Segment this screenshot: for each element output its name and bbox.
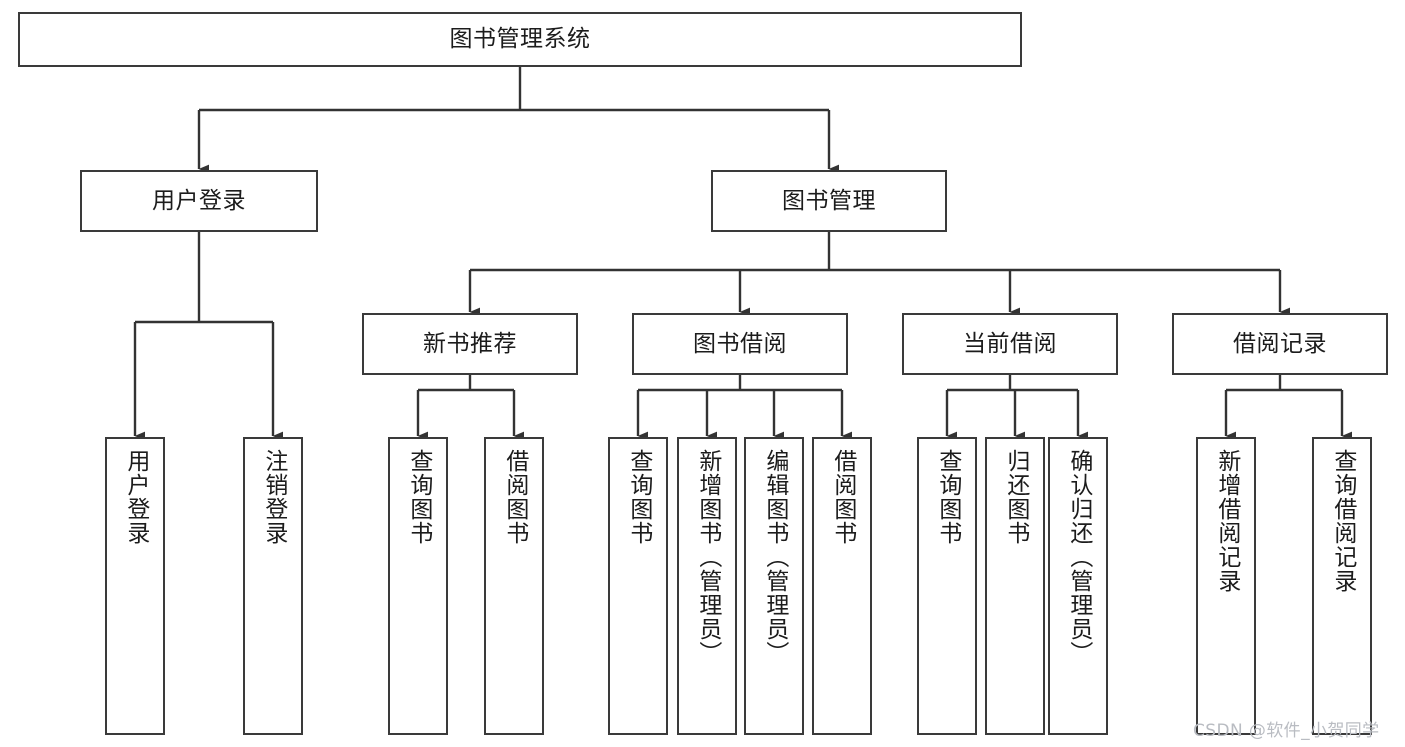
node-leaf-edit-book[interactable]: 编辑图书（管理员） <box>744 437 804 735</box>
node-label: 图书管理系统 <box>449 26 591 53</box>
watermark-label: CSDN @软件_小贺同学 <box>1193 721 1380 741</box>
node-label: 用户登录 <box>122 449 149 545</box>
node-label: 借阅图书 <box>501 449 528 545</box>
node-label: 归还图书 <box>1002 449 1029 545</box>
node-leaf-confirm-return[interactable]: 确认归还（管理员） <box>1048 437 1108 735</box>
node-leaf-query-book-rec[interactable]: 查询图书 <box>388 437 448 735</box>
node-leaf-user-login[interactable]: 用户登录 <box>105 437 165 735</box>
node-user-login[interactable]: 用户登录 <box>80 170 318 232</box>
node-label: 编辑图书（管理员） <box>761 449 788 665</box>
node-leaf-add-book[interactable]: 新增图书（管理员） <box>677 437 737 735</box>
node-label: 借阅记录 <box>1233 330 1327 357</box>
node-book-borrow[interactable]: 图书借阅 <box>632 313 848 375</box>
node-leaf-borrow-book[interactable]: 借阅图书 <box>812 437 872 735</box>
node-label: 查询借阅记录 <box>1329 449 1356 593</box>
node-label: 新书推荐 <box>423 330 517 357</box>
node-root[interactable]: 图书管理系统 <box>18 12 1022 67</box>
node-label: 图书借阅 <box>693 330 787 357</box>
node-label: 查询图书 <box>934 449 961 545</box>
node-leaf-borrow-book-rec[interactable]: 借阅图书 <box>484 437 544 735</box>
node-label: 借阅图书 <box>829 449 856 545</box>
node-label: 注销登录 <box>260 449 287 545</box>
node-new-book-rec[interactable]: 新书推荐 <box>362 313 578 375</box>
node-book-manage[interactable]: 图书管理 <box>711 170 947 232</box>
node-label: 用户登录 <box>152 187 246 214</box>
node-label: 当前借阅 <box>963 330 1057 357</box>
node-label: 查询图书 <box>625 449 652 545</box>
node-borrow-record[interactable]: 借阅记录 <box>1172 313 1388 375</box>
node-label: 图书管理 <box>782 187 876 214</box>
node-label: 查询图书 <box>405 449 432 545</box>
node-label: 新增借阅记录 <box>1213 449 1240 593</box>
node-label: 确认归还（管理员） <box>1065 449 1092 665</box>
edge-paths <box>133 67 1353 441</box>
node-label: 新增图书（管理员） <box>694 449 721 665</box>
node-leaf-add-record[interactable]: 新增借阅记录 <box>1196 437 1256 735</box>
node-leaf-query-book[interactable]: 查询图书 <box>608 437 668 735</box>
node-leaf-query-record[interactable]: 查询借阅记录 <box>1312 437 1372 735</box>
node-leaf-return-book[interactable]: 归还图书 <box>985 437 1045 735</box>
node-current-borrow[interactable]: 当前借阅 <box>902 313 1118 375</box>
node-leaf-query-book-cur[interactable]: 查询图书 <box>917 437 977 735</box>
node-leaf-logout[interactable]: 注销登录 <box>243 437 303 735</box>
